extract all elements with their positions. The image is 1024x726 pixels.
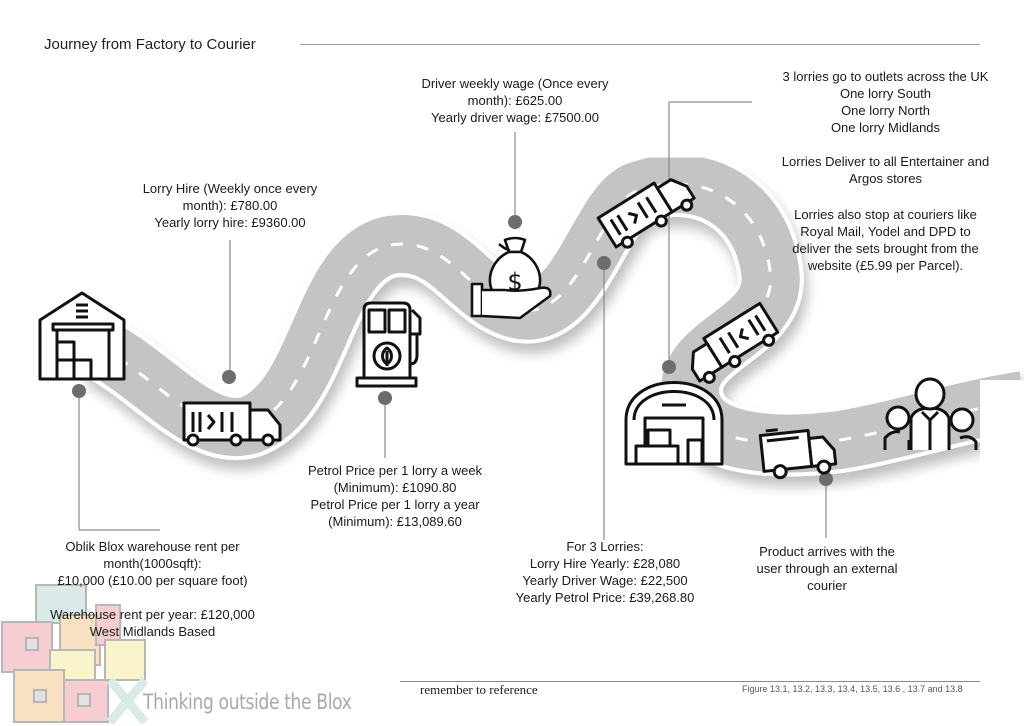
- title-divider: [300, 44, 980, 45]
- winding-road: [80, 150, 1024, 477]
- note-distribution: 3 lorries go to outlets across the UK On…: [781, 69, 990, 273]
- marker-warehouse: [72, 384, 86, 398]
- note-warehouse: Oblik Blox warehouse rent per month(1000…: [50, 539, 255, 639]
- marker-lorry-hire: [222, 370, 236, 384]
- page-title: Journey from Factory to Courier: [44, 36, 256, 53]
- money-bag-hand-icon: $: [470, 236, 552, 320]
- note-totals: For 3 Lorries: Lorry Hire Yearly: £28,08…: [515, 539, 695, 605]
- note-lorry-hire: Lorry Hire (Weekly once every month): £7…: [142, 181, 318, 230]
- marker-delivery: [819, 472, 833, 486]
- lorry-icon: [596, 178, 696, 249]
- warehouse-icon: [38, 291, 126, 381]
- marker-distribution: [662, 360, 676, 374]
- reference-reminder: remember to reference: [420, 682, 538, 697]
- svg-text:$: $: [507, 268, 522, 296]
- fuel-pump-icon: [355, 301, 422, 388]
- lorry-icon: [182, 401, 282, 447]
- delivery-van-icon: [758, 428, 838, 480]
- hangar-warehouse-icon: [624, 381, 724, 466]
- figure-reference: Figure 13.1, 13.2, 13.3, 13.4, 13.5, 13.…: [742, 684, 963, 694]
- note-delivery: Product arrives with the user through an…: [756, 544, 898, 593]
- marker-totals: [597, 256, 611, 270]
- logo-tagline: Thinking outside the Blox: [143, 690, 352, 714]
- note-driver-wage: Driver weekly wage (Once every month): £…: [421, 76, 609, 125]
- road-fade: [980, 380, 1024, 490]
- note-petrol: Petrol Price per 1 lorry a week (Minimum…: [307, 463, 483, 529]
- oblik-blox-logo: [1, 584, 149, 725]
- marker-driver-wage: [508, 215, 522, 229]
- route-markers: [72, 215, 833, 486]
- people-group-icon: [883, 377, 978, 450]
- marker-petrol: [378, 391, 392, 405]
- footer-divider: [400, 681, 980, 682]
- lorry-icon: [690, 301, 780, 384]
- connector-lines: [78, 101, 827, 540]
